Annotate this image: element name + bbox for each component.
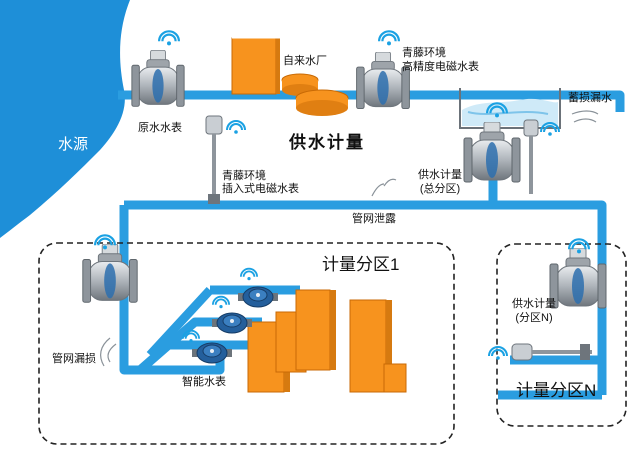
supply-total-label-1: 供水计量 <box>418 169 462 181</box>
leak-arrow-icon <box>100 110 599 367</box>
insert-meter-label-1: 青藤环境 <box>222 170 266 182</box>
supply-n-label-2: (分区N) <box>515 312 553 324</box>
water-source-label: 水源 <box>58 136 89 153</box>
zoneN-frame <box>496 243 627 427</box>
raw-meter-label: 原水水表 <box>138 122 182 134</box>
zoneN-label: 计量分区N <box>516 381 597 400</box>
insertion-meter-icon <box>205 115 246 204</box>
smart-meter-label: 智能水表 <box>182 376 226 388</box>
pipe-loss-label: 管网漏损 <box>52 353 96 365</box>
tank-insertion-meter-icon <box>523 119 560 194</box>
zone1-entry-meter-icon <box>82 234 138 303</box>
supply-n-label-1: 供水计量 <box>512 298 556 310</box>
pipe-network <box>118 90 625 400</box>
page-title: 供水计量 <box>289 133 365 152</box>
zone1-label: 计量分区1 <box>322 255 400 274</box>
storage-loss-label: 蓄损漏水 <box>568 92 612 104</box>
supply-total-label-2: (总分区) <box>419 183 461 195</box>
waterworks-building <box>231 37 349 116</box>
waterworks-label: 自来水厂 <box>283 55 327 67</box>
hp-meter-label-1: 青藤环境 <box>402 47 446 59</box>
insert-meter-label-2: 插入式电磁水表 <box>222 183 299 195</box>
zone1-buildings <box>247 289 407 393</box>
pipe-leak-label: 管网泄露 <box>352 213 396 225</box>
hp-meter-label-2: 高精度电磁水表 <box>402 61 479 73</box>
storage-tank <box>459 88 561 129</box>
zoneN-insertion-meter-icon <box>488 343 592 361</box>
raw-water-meter-icon <box>131 30 185 107</box>
river <box>0 0 130 238</box>
